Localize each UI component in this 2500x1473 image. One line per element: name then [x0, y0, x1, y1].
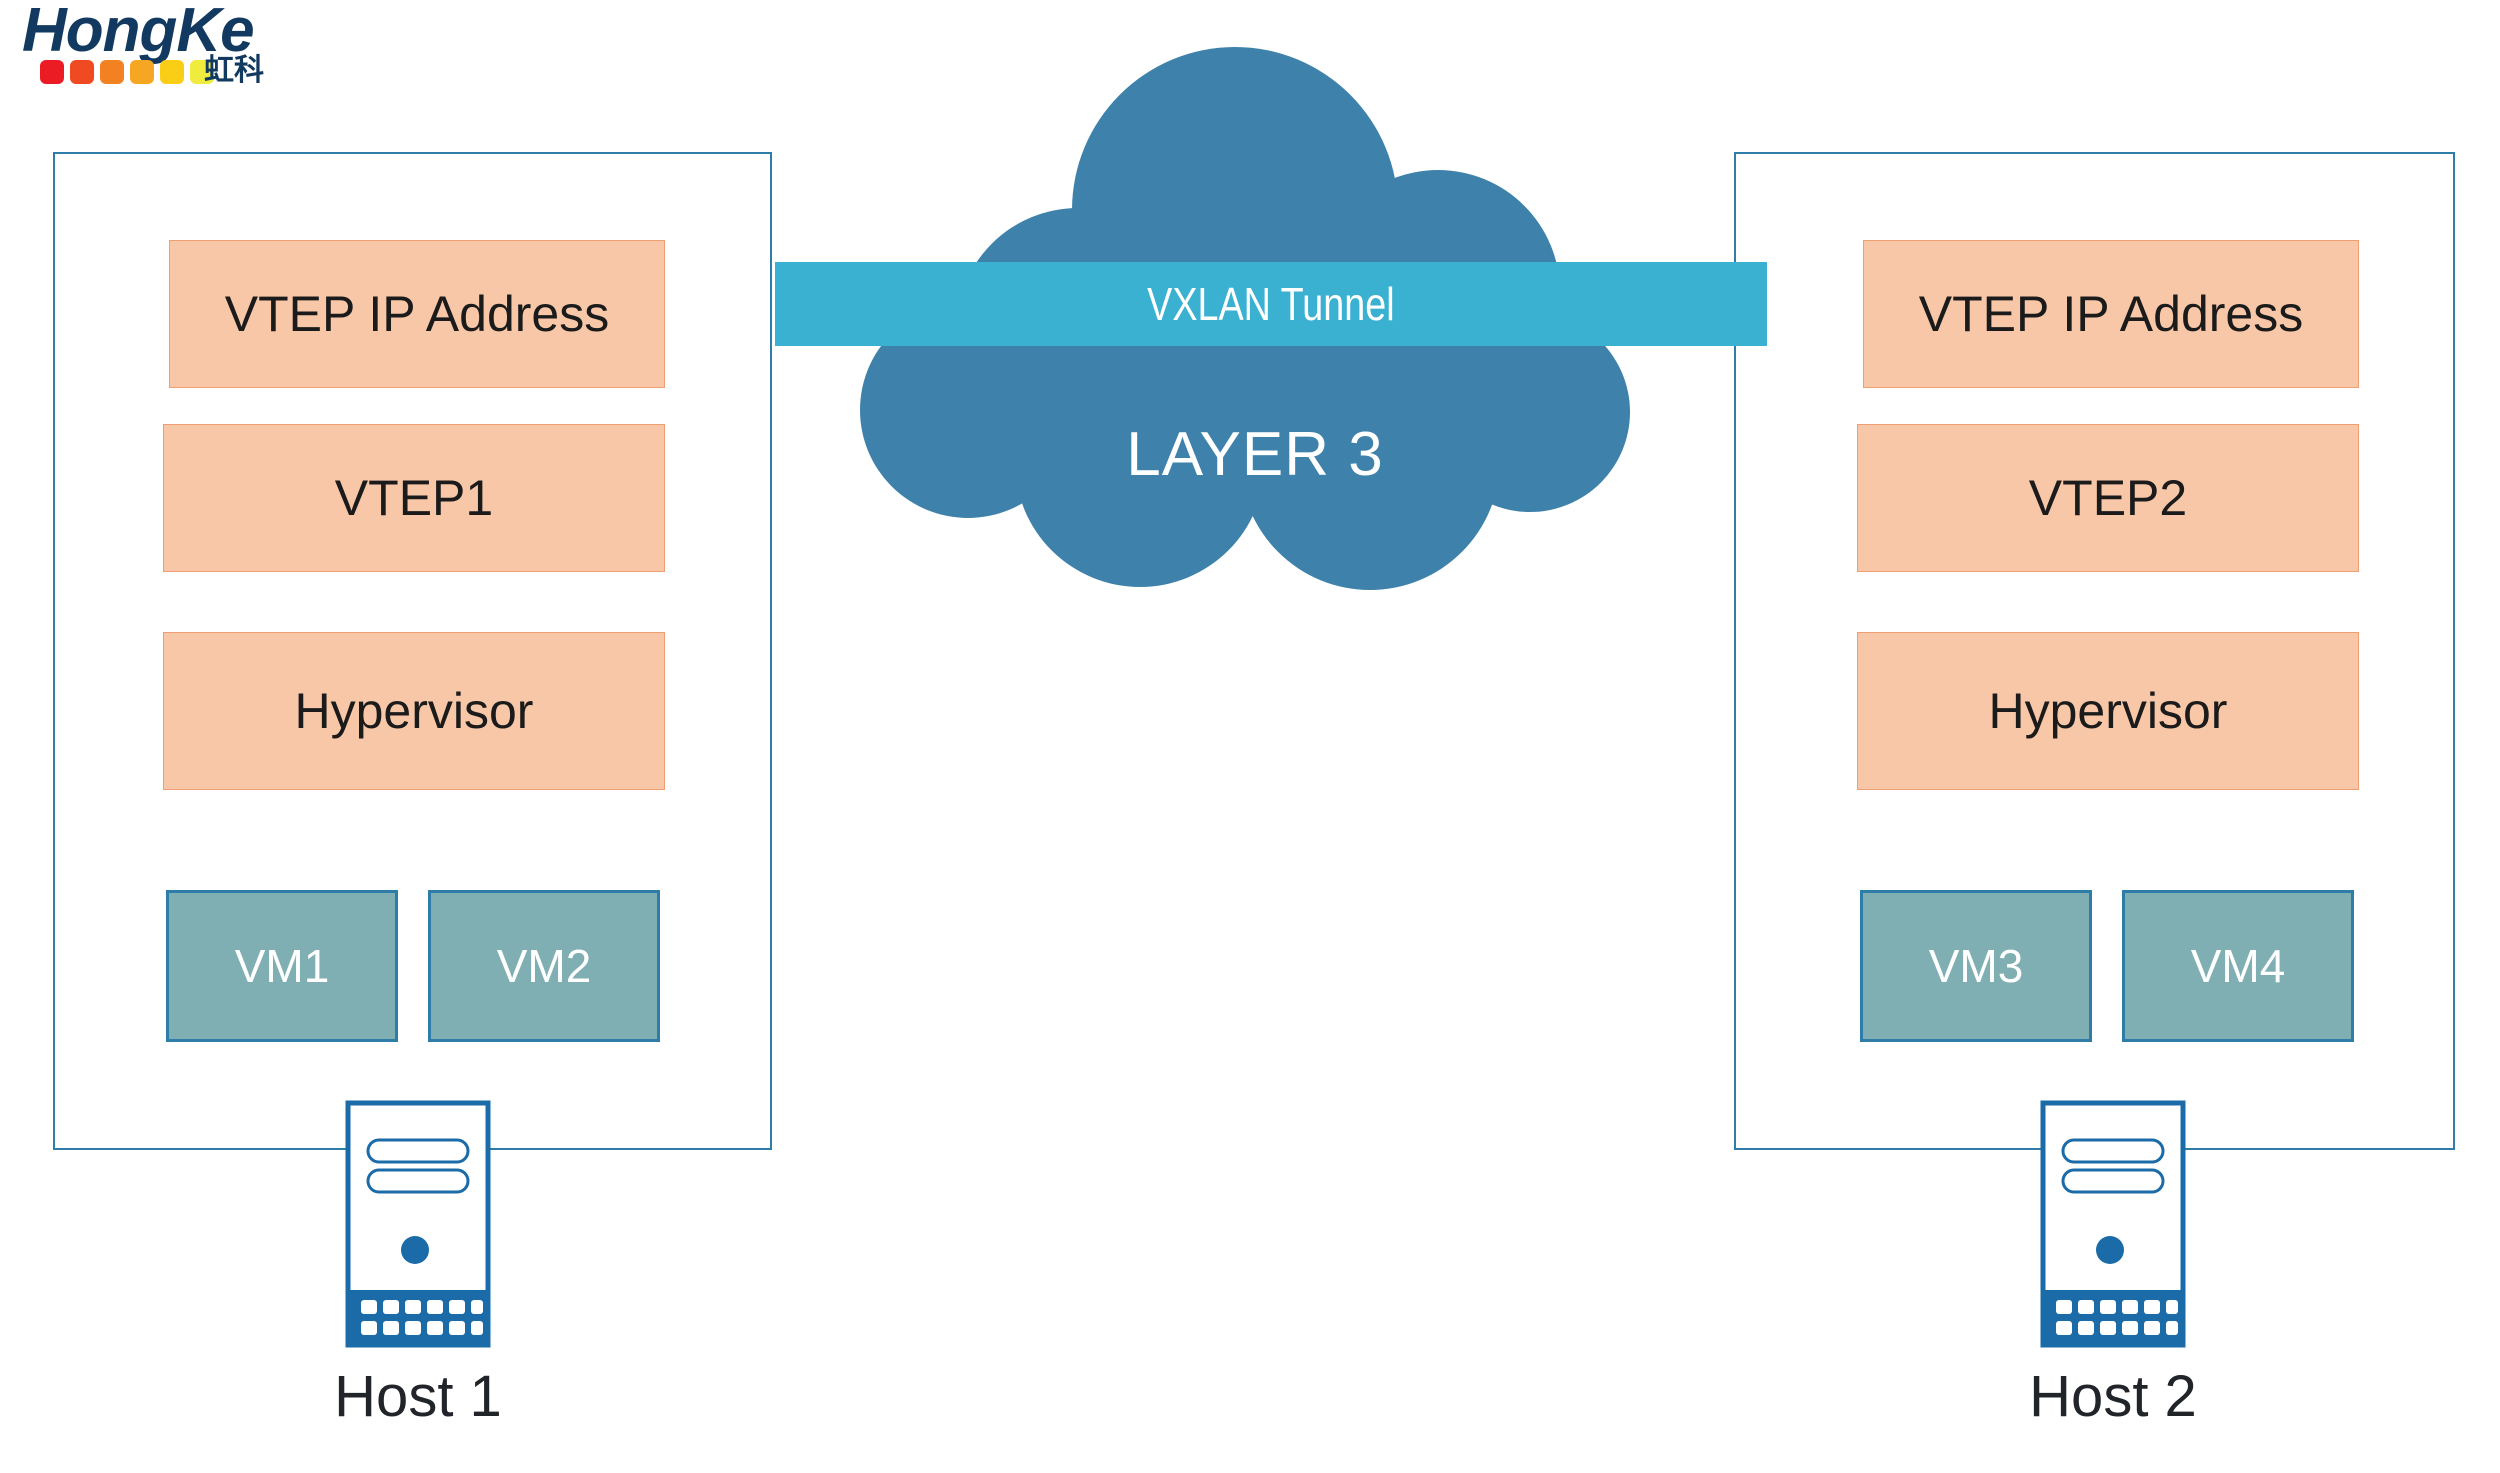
host-2-vm-2: VM4	[2122, 890, 2354, 1042]
host-1-vtep-ip-block: VTEP IP Address	[169, 240, 665, 388]
logo-swatch-3	[100, 60, 124, 84]
cloud-layer-label: LAYER 3	[1126, 420, 1384, 489]
logo-swatch-1	[40, 60, 64, 84]
host-1-hypervisor-block: Hypervisor	[163, 632, 665, 790]
logo-chinese-name: 虹科	[204, 53, 264, 88]
host-1-vm-1: VM1	[166, 890, 398, 1042]
logo-wordmark: HongKe	[22, 0, 255, 65]
host-1-caption: Host 1	[334, 1364, 502, 1429]
host-1-server-icon	[345, 1100, 491, 1348]
host-2-vtep-ip-block: VTEP IP Address	[1863, 240, 2359, 388]
logo-swatch-6	[190, 60, 214, 84]
host-2-vm-1: VM3	[1860, 890, 2092, 1042]
host-2-hypervisor-block: Hypervisor	[1857, 632, 2359, 790]
logo-swatch-row	[40, 60, 214, 84]
vxlan-tunnel-band: VXLAN Tunnel	[775, 262, 1767, 346]
logo-swatch-5	[160, 60, 184, 84]
logo-swatch-2	[70, 60, 94, 84]
host-2-vtep-block: VTEP2	[1857, 424, 2359, 572]
hongke-logo: HongKe 虹科	[22, 0, 422, 96]
host-2-caption: Host 2	[2029, 1364, 2197, 1429]
host-2-server-icon	[2040, 1100, 2186, 1348]
vxlan-tunnel-label: VXLAN Tunnel	[1147, 278, 1395, 330]
host-1-vtep-block: VTEP1	[163, 424, 665, 572]
host-1-vm-2: VM2	[428, 890, 660, 1042]
logo-swatch-4	[130, 60, 154, 84]
